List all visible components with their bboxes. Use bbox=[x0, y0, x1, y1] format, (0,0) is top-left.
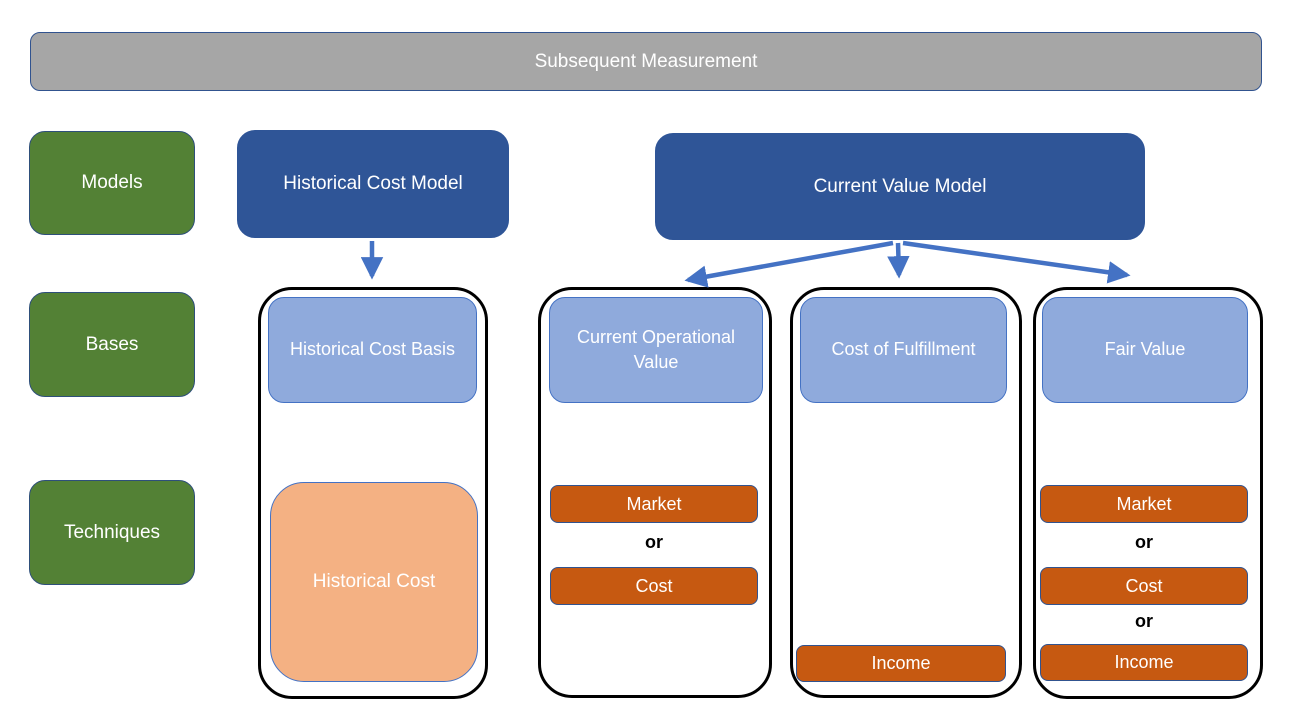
fv-market-box: Market bbox=[1040, 485, 1248, 523]
bases-label: Bases bbox=[85, 333, 139, 355]
subsequent-measurement-banner: Subsequent Measurement bbox=[30, 32, 1262, 91]
cost-of-fulfillment-label: Cost of Fulfillment bbox=[831, 339, 976, 360]
banner-title: Subsequent Measurement bbox=[534, 50, 758, 72]
historical-cost-model-label: Historical Cost Model bbox=[283, 173, 463, 194]
fv-market-label: Market bbox=[1116, 493, 1172, 514]
fv-cost-label: Cost bbox=[1125, 575, 1163, 596]
row-label-bases: Bases bbox=[29, 292, 195, 397]
techniques-label: Techniques bbox=[63, 521, 161, 543]
cov-or-label: or bbox=[645, 532, 663, 552]
historical-cost-basis-box: Historical Cost Basis bbox=[268, 297, 477, 403]
arrow-current-model-to-fair-value bbox=[902, 240, 1131, 284]
cov-cost-box: Cost bbox=[550, 567, 758, 605]
cov-market-label: Market bbox=[626, 493, 682, 514]
fv-or2-label: or bbox=[1135, 611, 1153, 631]
fair-value-label: Fair Value bbox=[1104, 339, 1186, 360]
arrow-current-model-to-cof bbox=[887, 242, 910, 279]
cov-market-box: Market bbox=[550, 485, 758, 523]
fv-income-label: Income bbox=[1114, 652, 1174, 672]
row-label-techniques: Techniques bbox=[29, 480, 195, 585]
current-operational-value-box: Current Operational Value bbox=[549, 297, 763, 403]
current-value-model-box: Current Value Model bbox=[655, 133, 1145, 240]
historical-cost-basis-label: Historical Cost Basis bbox=[289, 339, 456, 360]
historical-cost-technique-label: Historical Cost bbox=[312, 571, 436, 592]
fair-value-box: Fair Value bbox=[1042, 297, 1248, 403]
cov-cost-label: Cost bbox=[635, 575, 673, 596]
fv-cost-box: Cost bbox=[1040, 567, 1248, 605]
cof-income-label: Income bbox=[871, 653, 931, 673]
models-label: Models bbox=[81, 172, 143, 193]
cost-of-fulfillment-box: Cost of Fulfillment bbox=[800, 297, 1007, 403]
current-value-model-label: Current Value Model bbox=[813, 175, 987, 197]
arrow-current-model-to-cov bbox=[684, 240, 894, 288]
cof-income-box: Income bbox=[796, 645, 1006, 682]
current-operational-value-label: Current Operational Value bbox=[576, 326, 736, 372]
fv-income-box: Income bbox=[1040, 644, 1248, 681]
fv-or1-label: or bbox=[1135, 532, 1153, 552]
historical-cost-technique-box: Historical Cost bbox=[270, 482, 478, 682]
historical-cost-model-box: Historical Cost Model bbox=[237, 130, 509, 238]
row-label-models: Models bbox=[29, 131, 195, 235]
